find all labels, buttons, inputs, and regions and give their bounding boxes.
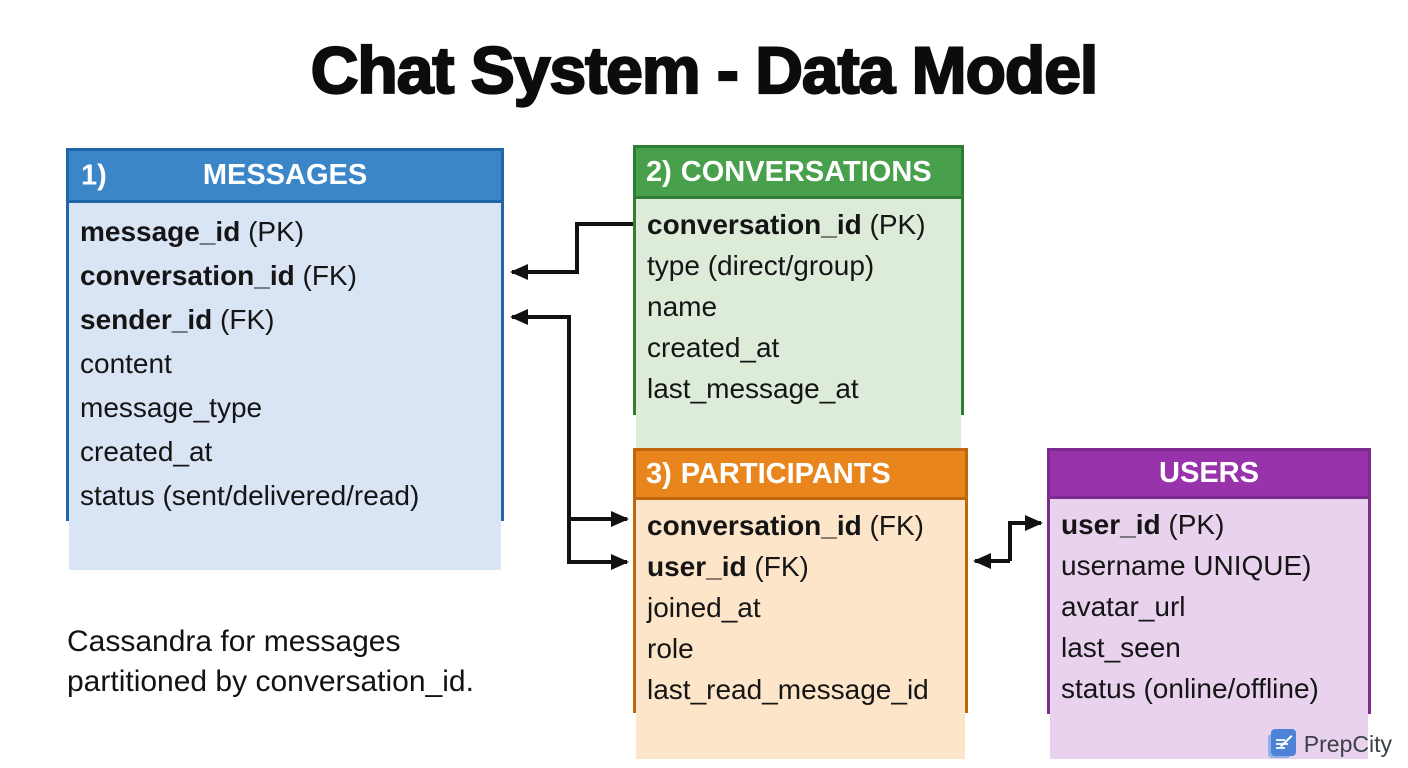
table-field: created_at	[80, 436, 213, 467]
connector-participants-to-users	[1008, 515, 1043, 561]
table-field: user_id (FK)	[647, 551, 809, 582]
table-conversations-fields: conversation_id (PK) type (direct/group) n…	[636, 199, 961, 463]
table-participants-fields: conversation_id (FK) user_id (FK) joined_a…	[636, 500, 965, 759]
table-participants: 3) PARTICIPANTS conversation_id (FK) user…	[633, 448, 968, 759]
table-field: message_type	[80, 392, 263, 423]
table-messages-fields: message_id (PK) conversation_id (FK) sende…	[69, 203, 501, 570]
table-users-header: USERS	[1050, 451, 1368, 499]
table-title: CONVERSATIONS	[680, 155, 932, 188]
table-users: USERS user_id (PK) username UNIQUE) avatar…	[1047, 448, 1371, 759]
table-title: PARTICIPANTS	[680, 457, 891, 490]
connector-conversations-to-messages	[510, 222, 636, 280]
table-field: sender_id (FK)	[80, 304, 275, 335]
connector-trunk-to-participants-user	[567, 315, 629, 570]
table-conversations: 2) CONVERSATIONS conversation_id (PK) typ…	[633, 145, 964, 463]
table-field: joined_at	[647, 592, 761, 623]
table-field: user_id (PK)	[1061, 509, 1225, 540]
table-title: USERS	[1159, 457, 1259, 489]
page-title: Chat System - Data Model	[310, 32, 1100, 108]
table-field: avatar_url	[1061, 591, 1186, 622]
footnote: Cassandra for messages partitioned by co…	[67, 622, 474, 702]
table-conversations-header: 2) CONVERSATIONS	[636, 148, 961, 199]
table-field: username UNIQUE)	[1061, 550, 1312, 581]
table-field: role	[647, 633, 694, 664]
table-number: 3)	[646, 457, 672, 490]
document-pencil-icon	[1267, 729, 1296, 758]
table-number: 2)	[646, 155, 672, 188]
table-field: conversation_id (FK)	[647, 510, 924, 541]
brand-name: PrepCity	[1303, 730, 1392, 757]
table-field: status (sent/delivered/read)	[80, 480, 420, 511]
table-messages-header: 1) MESSAGES	[69, 151, 501, 203]
table-number: 1)	[81, 159, 107, 191]
table-field: created_at	[647, 332, 780, 363]
table-field: last_message_at	[647, 373, 859, 404]
table-field: type (direct/group)	[647, 250, 875, 281]
table-messages: 1) MESSAGES message_id (PK) conversation_…	[66, 148, 504, 570]
brand-logo: PrepCity	[1267, 728, 1392, 760]
table-field: last_read_message_id	[647, 674, 929, 705]
table-field: name	[647, 291, 718, 322]
footnote-line-2: partitioned by conversation_id.	[67, 665, 474, 698]
footnote-line-1: Cassandra for messages	[67, 625, 401, 658]
table-participants-header: 3) PARTICIPANTS	[636, 451, 965, 500]
table-field: message_id (PK)	[80, 216, 305, 247]
table-field: content	[80, 348, 172, 379]
table-field: status (online/offline)	[1061, 673, 1319, 704]
table-title: MESSAGES	[202, 159, 368, 191]
table-field: conversation_id (FK)	[80, 260, 357, 291]
table-field: last_seen	[1061, 632, 1181, 663]
table-field: conversation_id (PK)	[647, 209, 926, 240]
